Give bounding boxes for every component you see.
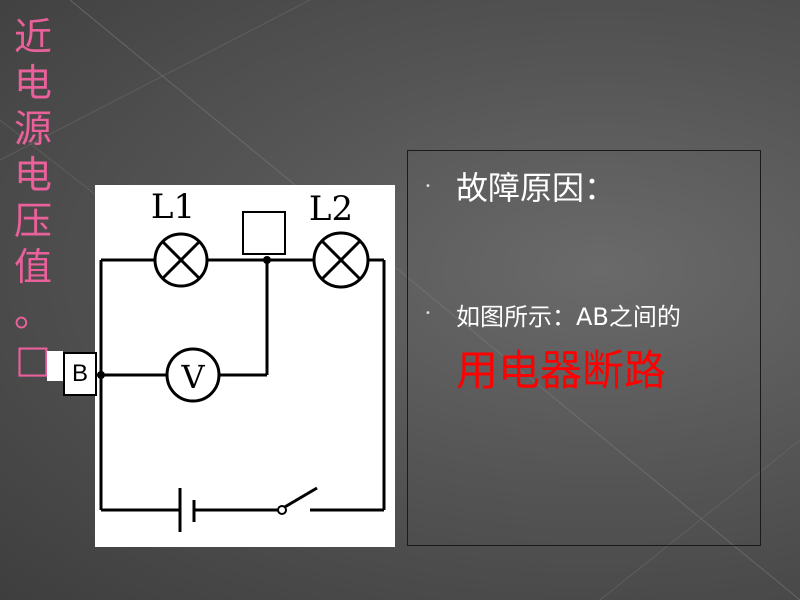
label-b-backing bbox=[47, 351, 63, 381]
switch-pivot bbox=[277, 505, 287, 515]
switch-lever bbox=[282, 486, 318, 510]
point-a-label-box bbox=[242, 211, 286, 255]
vertical-char: 电 bbox=[13, 153, 52, 197]
vertical-note: 近 电 源 电 压 值 。 □ bbox=[8, 14, 58, 382]
point-b-label-box: B bbox=[63, 352, 97, 396]
vertical-char: 值 bbox=[13, 245, 52, 289]
junction-dot bbox=[263, 256, 271, 264]
fault-conclusion: 用电器断路 bbox=[456, 346, 667, 395]
fault-heading: 故障原因： bbox=[456, 169, 617, 207]
lamp2-label: L2 bbox=[309, 189, 353, 229]
vertical-char: 压 bbox=[13, 199, 52, 243]
voltmeter-label: V bbox=[180, 358, 205, 396]
explanation-box: • 故障原因： • 如图所示：AB之间的 用电器断路 bbox=[407, 150, 761, 546]
bullet-icon: • bbox=[425, 308, 431, 319]
voltmeter-circle bbox=[165, 347, 221, 403]
lamp1-label: L1 bbox=[151, 187, 195, 227]
vertical-char: 电 bbox=[13, 61, 52, 105]
bullet-icon: • bbox=[425, 181, 431, 192]
fault-detail: 如图所示：AB之间的 bbox=[456, 303, 681, 331]
vertical-char: □ bbox=[15, 337, 51, 381]
vertical-char: 源 bbox=[13, 107, 52, 151]
lamp2-circle bbox=[312, 231, 370, 289]
vertical-char: 近 bbox=[13, 15, 52, 59]
vertical-char: 。 bbox=[13, 291, 52, 335]
lamp1-circle bbox=[153, 232, 209, 288]
junction-dot bbox=[97, 371, 105, 379]
circuit-diagram: L1 L2 V bbox=[95, 185, 395, 547]
